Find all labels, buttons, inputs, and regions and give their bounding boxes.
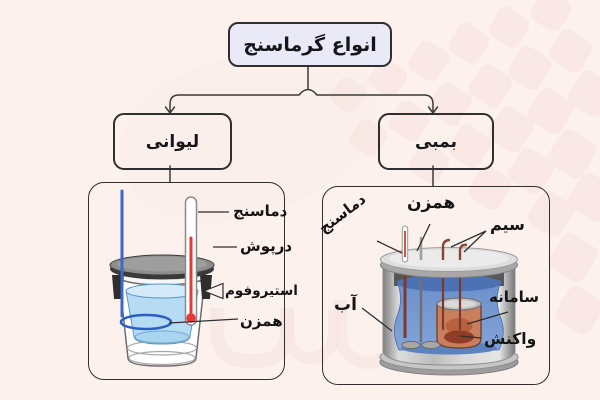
cup-label-stirrer: همزن	[240, 312, 283, 330]
cup-label-thermometer: دماسنج	[233, 202, 288, 220]
bomb-label-system: سامانه	[489, 288, 540, 306]
bomb-label-stirrer: همزن	[407, 193, 456, 213]
watermark-tile	[445, 19, 493, 67]
cup-label-styrofoam: استیروفوم	[225, 283, 298, 299]
bomb-label-water: آب	[334, 295, 357, 315]
cup-label-lid: درپوش	[240, 237, 293, 255]
watermark-tile	[485, 3, 533, 51]
cup-calorimeter-panel	[88, 182, 285, 380]
bomb-label-wire: سیم	[490, 215, 525, 234]
bomb-calorimeter-panel	[322, 186, 550, 385]
watermark-tile	[505, 43, 555, 93]
bomb-label-reaction: واکنش	[484, 330, 537, 348]
branch-label-bomb: بمبی	[415, 131, 457, 152]
title-box: انواع گرماسنج	[228, 22, 392, 67]
page-title: انواع گرماسنج	[243, 33, 377, 56]
watermark-tile	[405, 37, 453, 85]
watermark-tile	[552, 282, 600, 338]
branch-box-bomb: بمبی	[378, 113, 494, 170]
branch-box-cup: لیوانی	[113, 113, 232, 170]
branch-label-cup: لیوانی	[145, 131, 200, 152]
watermark-tile	[546, 26, 596, 76]
